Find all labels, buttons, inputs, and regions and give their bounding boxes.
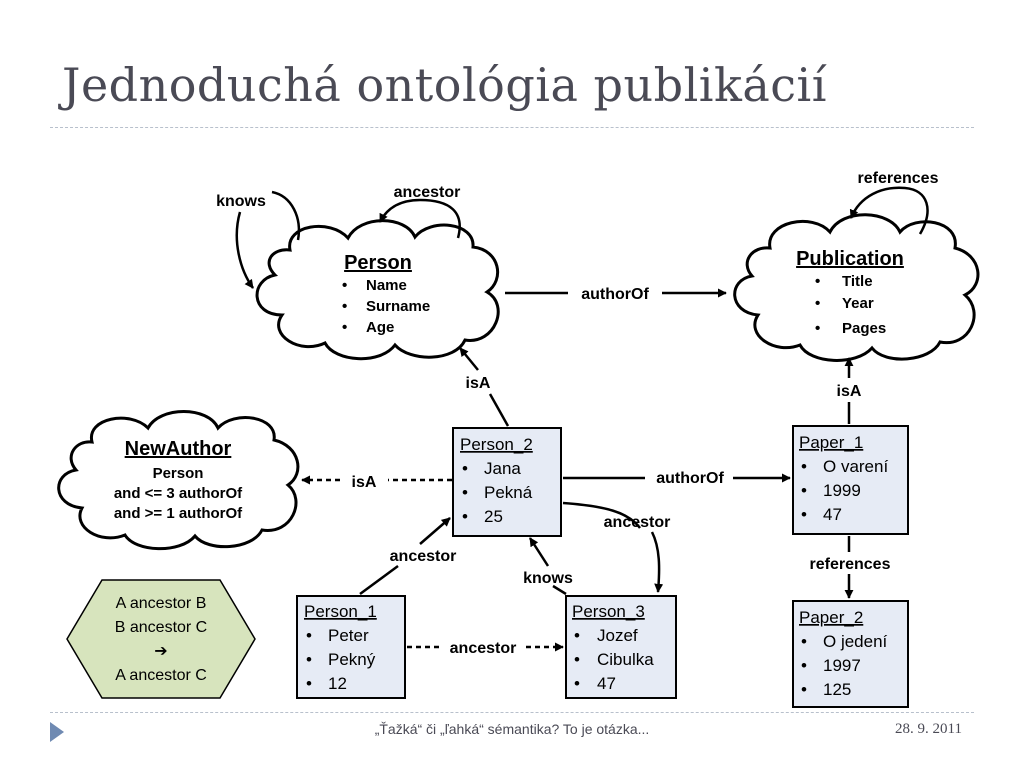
transitivity-rule-hexagon: A ancestor B B ancestor C ➔ A ancestor C <box>66 579 256 699</box>
paper-1-value-1: O varení <box>823 457 888 476</box>
person-3-title: Person_3 <box>572 602 645 621</box>
paper-1-value-2: 1999 <box>823 481 861 500</box>
label-ancestor-person: ancestor <box>394 184 461 201</box>
svg-text:•: • <box>801 632 807 651</box>
label-authorof-instance: authorOf <box>656 470 724 487</box>
person-1-value-2: Pekný <box>328 650 376 669</box>
person-2-value-1: Jana <box>484 459 521 478</box>
rule-line-1: A ancestor B <box>116 595 207 612</box>
person-3-value-2: Cibulka <box>597 650 654 669</box>
newauthor-def-line-1: Person <box>153 465 204 482</box>
newauthor-class-cloud: NewAuthor Person and <= 3 authorOf and >… <box>57 410 300 551</box>
edge-ancestor-person <box>378 198 461 239</box>
newauthor-def-line-3: and >= 1 authorOf <box>114 505 243 522</box>
svg-text:•: • <box>815 320 820 337</box>
label-knows-person: knows <box>216 193 266 210</box>
svg-text:•: • <box>801 656 807 675</box>
svg-text:•: • <box>815 273 820 290</box>
person-3-value-3: 47 <box>597 674 616 693</box>
svg-text:•: • <box>462 459 468 478</box>
rule-line-2: B ancestor C <box>115 619 207 636</box>
slide-title: Jednoduchá ontológia publikácií <box>62 58 827 112</box>
person-class-title: Person <box>344 252 412 274</box>
rule-implies-arrow: ➔ <box>154 643 167 660</box>
person-attr-name: Name <box>366 277 407 294</box>
svg-text:•: • <box>801 505 807 524</box>
svg-text:•: • <box>342 277 347 294</box>
footer-presentation-title: „Ťažká“ či „ľahká“ sémantika? To je otáz… <box>374 721 650 737</box>
publication-attr-year: Year <box>842 295 874 312</box>
play-triangle-icon[interactable] <box>50 722 64 742</box>
edge-knows-p3-p2-head <box>528 537 550 567</box>
footer-divider <box>50 712 974 713</box>
svg-text:•: • <box>306 626 312 645</box>
person-2-value-2: Pekná <box>484 483 533 502</box>
edge-isa-person-lower <box>488 393 510 427</box>
edge-isa-person-upper <box>459 347 479 371</box>
label-ancestor-p1-p3: ancestor <box>450 640 517 657</box>
person-3-instance-box: Person_3 • Jozef • Cibulka • 47 <box>565 595 677 699</box>
publication-attr-pages: Pages <box>842 320 886 337</box>
label-ancestor-p1-p2: ancestor <box>390 548 457 565</box>
svg-text:•: • <box>306 674 312 693</box>
svg-text:•: • <box>342 298 347 315</box>
person-1-instance-box: Person_1 • Peter • Pekný • 12 <box>296 595 406 699</box>
footer-date: 28. 9. 2011 <box>895 721 962 737</box>
svg-text:•: • <box>306 650 312 669</box>
svg-text:•: • <box>815 295 820 312</box>
rule-line-3: A ancestor C <box>115 667 207 684</box>
person-2-value-3: 25 <box>484 507 503 526</box>
edge-knows-person <box>271 190 301 241</box>
person-class-cloud: Person • Name • Surname • Age <box>255 219 500 361</box>
edge-ancestor-p1-p2 <box>359 564 399 596</box>
publication-class-cloud: Publication • Title • Year • Pages <box>733 213 980 362</box>
label-ancestor-p2-p3: ancestor <box>604 514 671 531</box>
svg-text:•: • <box>462 483 468 502</box>
label-references-papers: references <box>810 556 891 573</box>
label-isa-person: isA <box>466 375 491 392</box>
paper-2-title: Paper_2 <box>799 608 863 627</box>
paper-2-instance-box: Paper_2 • O jedení • 1997 • 125 <box>792 600 909 708</box>
edge-ancestor-p1-p2-head <box>419 517 451 545</box>
person-1-value-3: 12 <box>328 674 347 693</box>
person-2-instance-box: Person_2 • Jana • Pekná • 25 <box>452 427 562 537</box>
svg-text:•: • <box>462 507 468 526</box>
person-1-title: Person_1 <box>304 602 377 621</box>
publication-attr-title: Title <box>842 273 873 290</box>
edge-ancestor-p2-p3 <box>562 501 641 529</box>
svg-text:•: • <box>801 680 807 699</box>
paper-1-value-3: 47 <box>823 505 842 524</box>
svg-text:•: • <box>574 674 580 693</box>
edge-knows-p3-p2 <box>552 584 567 596</box>
person-3-value-1: Jozef <box>597 626 638 645</box>
title-divider <box>50 127 974 128</box>
paper-1-instance-box: Paper_1 • O varení • 1999 • 47 <box>792 425 909 535</box>
svg-text:•: • <box>574 650 580 669</box>
svg-text:•: • <box>574 626 580 645</box>
edge-references-publication <box>849 186 929 235</box>
person-2-title: Person_2 <box>460 435 533 454</box>
label-authorof-class: authorOf <box>581 286 649 303</box>
svg-text:•: • <box>801 457 807 476</box>
person-1-value-1: Peter <box>328 626 369 645</box>
paper-2-value-2: 1997 <box>823 656 861 675</box>
paper-2-value-1: O jedení <box>823 632 888 651</box>
edge-knows-person-arrowpart <box>235 211 255 289</box>
svg-text:•: • <box>801 481 807 500</box>
person-attr-age: Age <box>366 319 394 336</box>
edge-ancestor-p2-p3-head <box>650 531 664 593</box>
label-isa-newauthor: isA <box>352 474 377 491</box>
paper-2-value-3: 125 <box>823 680 851 699</box>
person-attr-surname: Surname <box>366 298 430 315</box>
label-references-publication: references <box>858 170 939 187</box>
publication-class-title: Publication <box>796 248 904 270</box>
paper-1-title: Paper_1 <box>799 433 863 452</box>
newauthor-def-line-2: and <= 3 authorOf <box>114 485 243 502</box>
newauthor-class-title: NewAuthor <box>125 438 232 460</box>
label-isa-publication: isA <box>837 383 862 400</box>
svg-text:•: • <box>342 319 347 336</box>
label-knows-p3-p2: knows <box>523 570 573 587</box>
